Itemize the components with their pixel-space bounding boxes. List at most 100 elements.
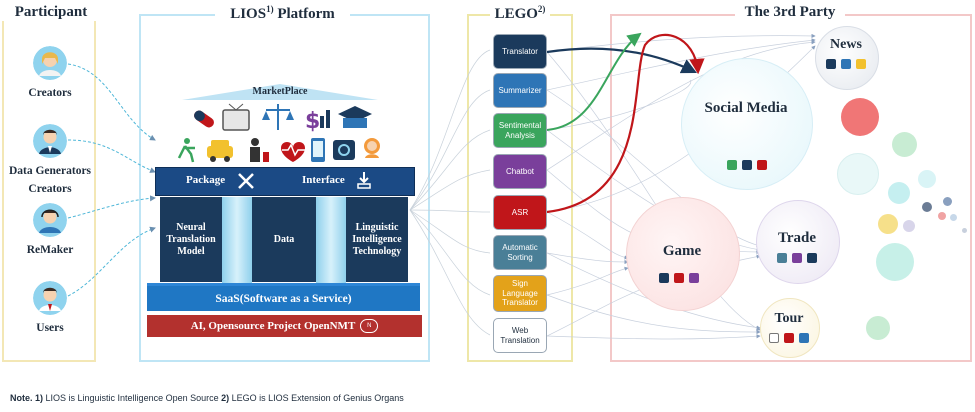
participant-label: ReMaker — [26, 244, 74, 256]
download-icon — [357, 172, 371, 189]
lego-label: Summarizer — [498, 85, 542, 95]
third-party-header: The 3rd Party — [735, 4, 845, 21]
lego-sentimental-analysis[interactable]: Sentimental Analysis — [493, 113, 547, 148]
decor-bubble — [938, 212, 946, 220]
lego-header-text: LEGO — [494, 6, 538, 22]
marketplace-icons: $ — [177, 103, 380, 163]
saas-label: SaaS(Software as a Service) — [215, 292, 352, 305]
trade-square — [792, 253, 802, 263]
lios-header-suffix: Platform — [273, 6, 335, 22]
lego-label: Chatbot — [505, 166, 535, 176]
lego-web-translation[interactable]: Web Translation — [493, 318, 547, 353]
web-icon — [333, 140, 355, 160]
game-square — [659, 273, 669, 283]
mobile-icon — [311, 138, 325, 162]
trade-label: Trade — [777, 230, 817, 246]
news-square — [856, 59, 866, 69]
support-icon — [364, 138, 380, 158]
man-avatar-icon — [33, 281, 67, 315]
education-icon — [338, 106, 372, 128]
lego-label: ASR — [511, 207, 529, 217]
participant-creators: Creators — [10, 46, 90, 99]
column-label: Data — [273, 233, 295, 245]
footnote-num-2: 2) — [221, 393, 230, 403]
footnote-text-1: LIOS is Linguistic Intelligence Open Sou… — [43, 393, 222, 403]
decor-bubble — [841, 98, 879, 136]
decor-bubble — [922, 202, 932, 212]
ai-opensource-bar: AI, Opensource Project OpenNMT N — [147, 315, 422, 337]
nmt-logo-icon: N — [360, 319, 379, 333]
pillar — [316, 197, 346, 283]
linguistic-technology-column: Linguistic Intelligence Technology — [346, 197, 408, 282]
participant-label: Users — [36, 322, 64, 334]
svg-text:$: $ — [305, 109, 320, 134]
third-party-header-text: The 3rd Party — [744, 4, 836, 20]
scales-icon — [262, 104, 294, 130]
health-icon — [281, 142, 305, 162]
footnote-prefix: Note. 1) — [10, 393, 44, 403]
game-square — [689, 273, 699, 283]
participant-label: Creators — [28, 183, 72, 195]
game-label: Game — [662, 243, 702, 259]
business-icon — [250, 138, 269, 162]
footnote-text-2: LEGO is LIOS Extension of Genius Organs — [229, 393, 404, 403]
taxi-icon — [207, 140, 233, 162]
interface-label: Interface — [302, 174, 345, 186]
trade-bubble[interactable] — [756, 200, 840, 284]
news-square — [841, 59, 851, 69]
social-square — [757, 160, 767, 170]
social-media-bubble[interactable] — [681, 58, 813, 190]
pillar — [222, 197, 252, 283]
man-suit-avatar-icon — [33, 124, 67, 158]
tour-square — [799, 333, 809, 343]
social-media-label: Social Media — [704, 100, 788, 116]
lego-summarizer[interactable]: Summarizer — [493, 73, 547, 108]
lego-header-sup: 2) — [537, 4, 546, 14]
neural-translation-column: Neural Translation Model — [160, 197, 222, 282]
ai-bar-label: AI, Opensource Project OpenNMT — [190, 320, 356, 332]
lego-label: Web Translation — [500, 326, 540, 345]
lego-translator[interactable]: Translator — [493, 34, 547, 69]
tour-label: Tour — [774, 311, 804, 326]
decor-bubble — [892, 132, 917, 157]
lego-label: Sentimental Analysis — [498, 121, 542, 140]
package-interface-bar — [155, 167, 415, 196]
woman-avatar-icon — [33, 46, 67, 80]
column-label: Neural Translation Model — [166, 221, 216, 257]
man-headset-avatar-icon — [33, 203, 67, 237]
marketplace-label: MarketPlace — [252, 86, 308, 97]
tv-icon — [222, 103, 250, 131]
lios-header-text: LIOS — [230, 6, 267, 22]
participant-header-text: Participant — [14, 4, 88, 20]
news-label: News — [830, 37, 862, 52]
tour-bubble[interactable] — [760, 298, 820, 358]
column-label: Linguistic Intelligence Technology — [352, 221, 402, 257]
decor-bubble — [876, 243, 914, 281]
lios-header: LIOS1) Platform — [215, 4, 350, 23]
decor-bubble — [878, 214, 898, 234]
finance-icon: $ — [305, 109, 330, 134]
participant-label: Data Generators — [8, 165, 92, 177]
decor-bubble — [903, 220, 915, 232]
decor-bubble — [962, 228, 967, 233]
tour-square — [784, 333, 794, 343]
news-bubble[interactable] — [815, 26, 879, 90]
lego-sign-language-translator[interactable]: Sign Language Translator — [493, 275, 547, 312]
participant-label: Creators — [28, 87, 72, 99]
marketplace-roof — [182, 84, 378, 100]
lego-label: Automatic Sorting — [502, 243, 538, 262]
trade-square — [777, 253, 787, 263]
lego-asr[interactable]: ASR — [493, 195, 547, 230]
participant-remaker: ReMaker — [10, 203, 90, 256]
participant-header: Participant — [2, 4, 100, 21]
trade-square — [807, 253, 817, 263]
participant-data-generators: Data Generators Creators — [5, 124, 95, 195]
lego-chatbot[interactable]: Chatbot — [493, 154, 547, 189]
game-bubble[interactable] — [626, 197, 740, 311]
social-square — [727, 160, 737, 170]
news-square — [826, 59, 836, 69]
lego-automatic-sorting[interactable]: Automatic Sorting — [493, 235, 547, 270]
data-column: Data — [252, 197, 316, 282]
decor-bubble — [950, 214, 957, 221]
tour-square — [769, 333, 779, 343]
